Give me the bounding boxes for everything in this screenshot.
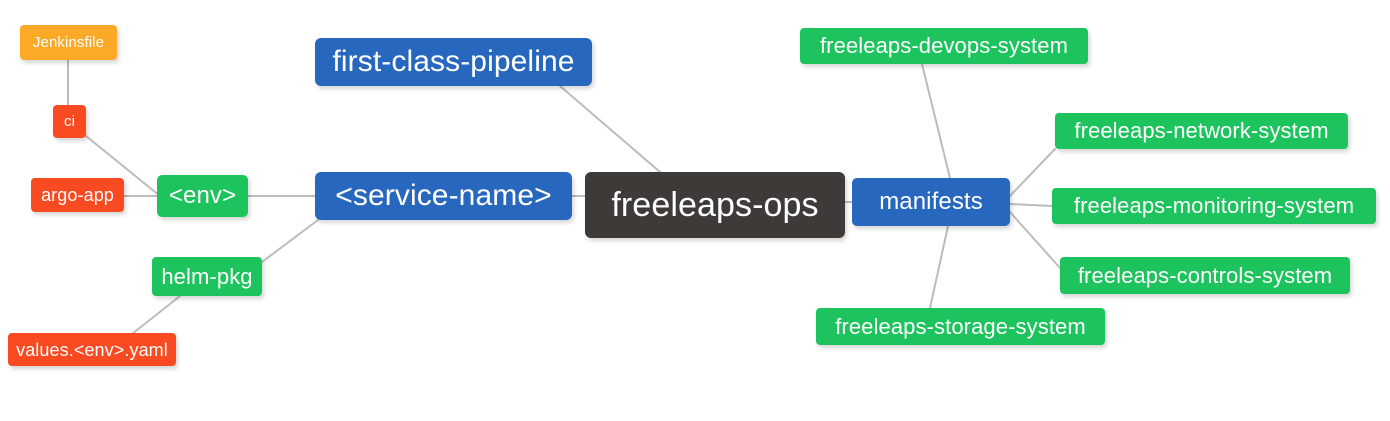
edge-manifests-to-freeleaps-network-system bbox=[1009, 148, 1056, 197]
node-first-class-pipeline[interactable]: first-class-pipeline bbox=[315, 38, 592, 86]
node-label-freeleaps-ops: freeleaps-ops bbox=[611, 186, 819, 224]
edge-service-name-to-helm-pkg bbox=[261, 219, 319, 263]
node-label-freeleaps-monitoring-system: freeleaps-monitoring-system bbox=[1073, 193, 1355, 218]
edge-first-class-pipeline-to-freeleaps-ops bbox=[559, 85, 661, 173]
node-jenkinsfile[interactable]: Jenkinsfile bbox=[20, 25, 117, 60]
node-label-jenkinsfile: Jenkinsfile bbox=[32, 34, 105, 51]
node-freeleaps-network-system[interactable]: freeleaps-network-system bbox=[1055, 113, 1348, 149]
node-freeleaps-storage-system[interactable]: freeleaps-storage-system bbox=[816, 308, 1105, 345]
node-label-ci: ci bbox=[63, 113, 76, 130]
node-argo-app[interactable]: argo-app bbox=[31, 178, 124, 212]
node-freeleaps-monitoring-system[interactable]: freeleaps-monitoring-system bbox=[1052, 188, 1376, 224]
node-label-helm-pkg: helm-pkg bbox=[161, 263, 253, 289]
node-label-freeleaps-devops-system: freeleaps-devops-system bbox=[819, 33, 1069, 58]
node-manifests[interactable]: manifests bbox=[852, 178, 1010, 226]
node-freeleaps-devops-system[interactable]: freeleaps-devops-system bbox=[800, 28, 1088, 64]
node-label-service-name: <service-name> bbox=[335, 179, 552, 212]
node-label-env: <env> bbox=[168, 182, 237, 209]
node-label-manifests: manifests bbox=[879, 188, 983, 215]
node-values-yaml[interactable]: values.<env>.yaml bbox=[8, 333, 176, 366]
node-label-freeleaps-controls-system: freeleaps-controls-system bbox=[1077, 262, 1333, 288]
node-label-freeleaps-storage-system: freeleaps-storage-system bbox=[835, 313, 1086, 339]
edge-helm-pkg-to-values-yaml bbox=[131, 295, 181, 335]
edge-freeleaps-devops-system-to-manifests bbox=[921, 63, 951, 179]
node-label-argo-app: argo-app bbox=[41, 185, 114, 205]
node-label-freeleaps-network-system: freeleaps-network-system bbox=[1074, 118, 1329, 143]
node-freeleaps-controls-system[interactable]: freeleaps-controls-system bbox=[1060, 257, 1350, 294]
node-label-values-yaml: values.<env>.yaml bbox=[16, 339, 168, 360]
node-label-first-class-pipeline: first-class-pipeline bbox=[332, 45, 575, 78]
edge-manifests-to-freeleaps-monitoring-system bbox=[1009, 203, 1053, 207]
node-freeleaps-ops[interactable]: freeleaps-ops bbox=[585, 172, 845, 238]
node-ci[interactable]: ci bbox=[53, 105, 86, 138]
node-service-name[interactable]: <service-name> bbox=[315, 172, 572, 220]
edge-manifests-to-freeleaps-storage-system bbox=[929, 225, 949, 309]
node-helm-pkg[interactable]: helm-pkg bbox=[152, 257, 262, 296]
node-env[interactable]: <env> bbox=[157, 175, 248, 217]
